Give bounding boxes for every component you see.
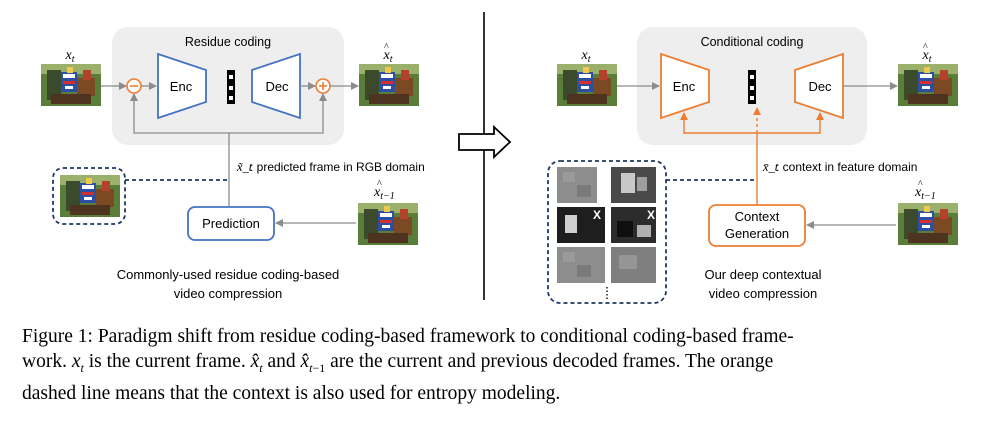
right-encoder-block [660,52,710,120]
left-input-frame-image [41,64,101,106]
context-generation-label-line2: Generation [725,226,789,241]
right-panel-caption-line2: video compression [709,286,817,301]
prediction-to-add-arrow [229,93,327,134]
left-encoder-block [157,52,207,120]
left-decoder-block [251,52,301,120]
right-panel: Conditional coding xt Enc Dec xt ^ x̄_t … [547,27,958,304]
feature-map-4: X [611,207,656,243]
paradigm-shift-arrow-icon [458,124,512,160]
context-generation-block [708,204,806,247]
left-input-label: xt [65,48,75,65]
predicted-frame-symbol: x̃_t [236,160,253,174]
right-input-label: xt [581,48,591,65]
conditional-coding-title: Conditional coding [701,35,804,49]
caption-line-2: work. xt is the current frame. x̂t and x… [22,351,774,375]
left-decoder-label: Dec [265,79,289,94]
context-label: : context in feature domain [776,160,917,174]
left-panel: Residue coding xt Enc Dec xt ^ [41,27,425,301]
prediction-block [187,206,275,241]
svg-text:X: X [647,208,655,222]
svg-text:^: ^ [384,42,389,53]
svg-text:^: ^ [377,179,382,190]
left-output-label: xt [383,48,393,65]
right-encoder-label: Enc [673,79,696,94]
context-symbol: x̄_t [762,160,779,174]
figure-caption: Figure 1: Paradigm shift from residue co… [22,324,972,406]
context-generation-label-line1: Context [735,209,780,224]
left-panel-caption-line2: video compression [174,286,282,301]
feature-map-5 [557,247,605,283]
caption-line-3: dashed line means that the context is al… [22,382,561,404]
left-prev-frame-image [358,203,418,245]
context-feature-dashed-box [547,160,667,304]
right-decoder-label: Dec [808,79,832,94]
svg-text:^: ^ [918,179,923,190]
feature-map-6 [611,247,656,283]
predicted-frame-dashed-box [52,167,126,225]
right-prev-frame-image [898,203,958,245]
right-decoder-block [794,52,844,120]
prediction-to-subtract-arrow [130,93,230,210]
left-encoder-label: Enc [170,79,193,94]
figure-diagram: Residue coding xt Enc Dec xt ^ [41,12,958,304]
residue-coding-title: Residue coding [185,35,271,49]
left-output-frame-image [359,64,419,106]
svg-text:X: X [593,208,601,222]
caption-line-1: Figure 1: Paradigm shift from residue co… [22,326,794,347]
context-to-decoder-arrow [757,112,824,134]
right-output-label: xt [922,48,932,65]
svg-text:^: ^ [923,42,928,53]
predicted-frame-image [60,175,120,217]
right-panel-caption-line1: Our deep contextual [704,267,821,282]
right-output-frame-image [898,64,958,106]
predicted-frame-label: : predicted frame in RGB domain [250,160,425,174]
feature-map-1 [557,167,597,203]
feature-map-3: X [557,207,605,243]
feature-map-2 [611,167,656,203]
right-input-frame-image [557,64,617,106]
context-to-encoder-arrow [680,112,757,134]
left-panel-caption-line1: Commonly-used residue coding-based [117,267,340,282]
prediction-label: Prediction [202,216,260,231]
